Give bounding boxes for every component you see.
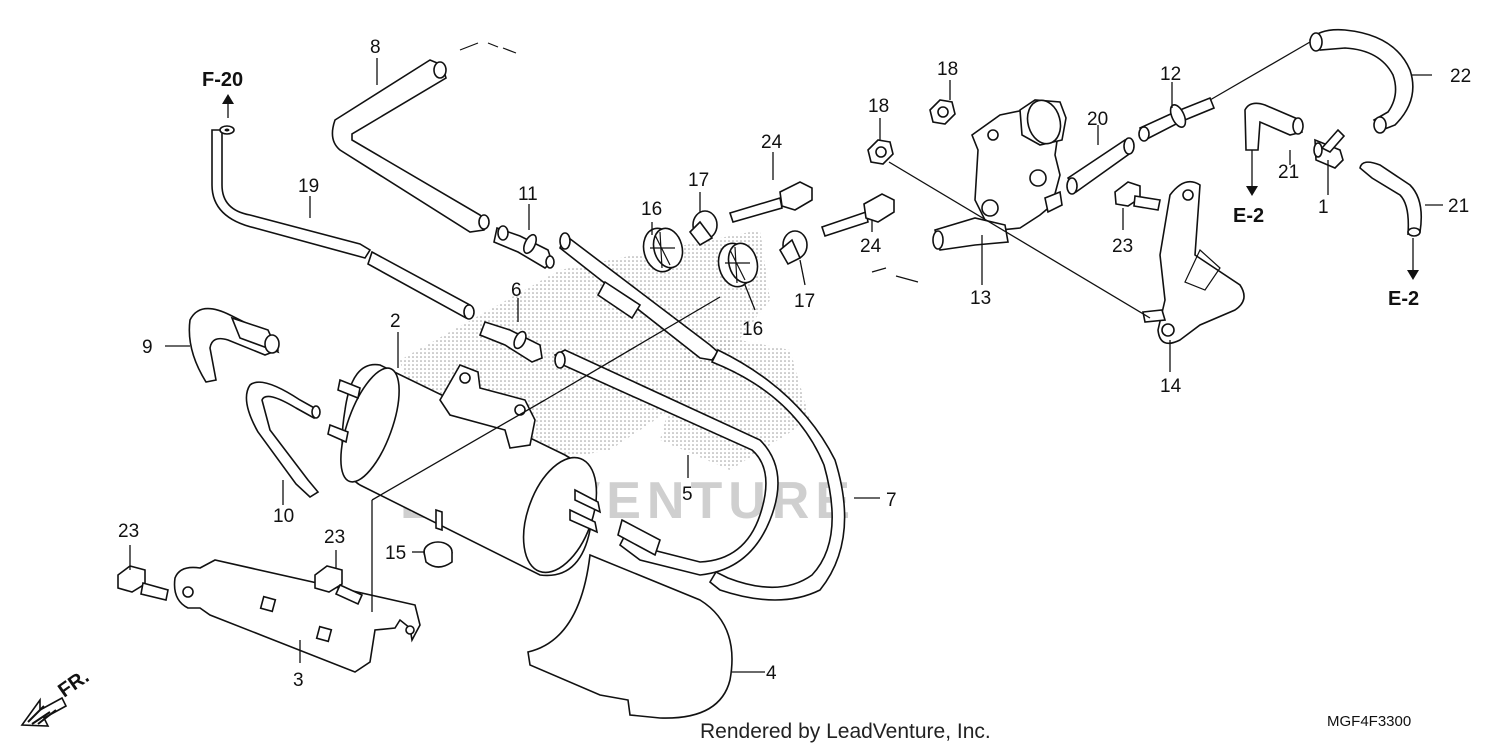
callout-12[interactable]: 12: [1160, 64, 1181, 85]
callout-11[interactable]: 11: [518, 184, 538, 205]
callout-8[interactable]: 8: [370, 37, 381, 58]
callout-9[interactable]: 9: [142, 337, 153, 358]
front-label: FR.: [54, 666, 93, 703]
callout-16-lower[interactable]: 16: [742, 319, 763, 340]
ref-f20[interactable]: F-20: [202, 69, 243, 91]
fitting-11[interactable]: [493, 225, 555, 269]
callout-21-right[interactable]: 21: [1448, 196, 1469, 217]
valve-13[interactable]: [932, 97, 1067, 251]
callout-20[interactable]: 20: [1087, 109, 1108, 130]
bolt-23-left-b[interactable]: [314, 565, 364, 606]
hose-7[interactable]: [559, 232, 846, 601]
callout-19[interactable]: 19: [298, 176, 319, 197]
bracket-3[interactable]: [173, 559, 421, 673]
hose-5[interactable]: [553, 349, 779, 576]
bolt-24-upper[interactable]: [728, 181, 813, 223]
hose-10[interactable]: [245, 381, 321, 499]
valve-13-phantom: [871, 267, 919, 283]
tee-joint-1[interactable]: [1313, 128, 1346, 169]
canister-2[interactable]: [327, 361, 611, 582]
hose-21-left[interactable]: [1244, 102, 1304, 151]
callout-18-upper[interactable]: 18: [937, 59, 958, 80]
collar-17-upper[interactable]: [688, 210, 718, 247]
callout-17-upper[interactable]: 17: [688, 170, 709, 191]
hose-20[interactable]: [1066, 137, 1135, 195]
footer-credit: Rendered by LeadVenture, Inc.: [700, 720, 991, 743]
callout-7[interactable]: 7: [886, 490, 897, 511]
callout-22[interactable]: 22: [1450, 66, 1471, 87]
callout-21-left[interactable]: 21: [1278, 162, 1299, 183]
hose-19[interactable]: [211, 125, 475, 320]
callout-numbers: 1 2 3 4 5 7 6 8 9 10 11 12 13 14 15 16 1…: [118, 37, 1471, 691]
callout-13[interactable]: 13: [970, 288, 991, 309]
callout-2[interactable]: 2: [390, 311, 401, 332]
callout-16-upper[interactable]: 16: [641, 199, 662, 220]
nut-18-lower[interactable]: [867, 139, 894, 165]
front-arrow-icon: [20, 696, 68, 727]
ref-e2-lower[interactable]: E-2: [1388, 288, 1419, 310]
callout-24-lower[interactable]: 24: [860, 236, 882, 257]
bolt-23-right[interactable]: [1114, 181, 1161, 211]
callout-23-right[interactable]: 23: [1112, 236, 1133, 257]
callout-17-lower[interactable]: 17: [794, 291, 815, 312]
callout-15[interactable]: 15: [385, 543, 406, 564]
callout-6[interactable]: 6: [511, 280, 522, 301]
diagram-code: MGF4F3300: [1327, 713, 1411, 730]
hose-8-phantom: [459, 42, 517, 54]
callout-14[interactable]: 14: [1160, 376, 1182, 397]
hose-9[interactable]: [188, 307, 280, 383]
hose-22[interactable]: [1308, 28, 1414, 134]
collar-17-lower[interactable]: [778, 230, 808, 266]
fitting-6[interactable]: [478, 321, 543, 363]
callout-23-left[interactable]: 23: [118, 521, 139, 542]
leader-lines: [129, 41, 1443, 673]
callout-1[interactable]: 1: [1318, 197, 1329, 218]
hose-21-right[interactable]: [1359, 161, 1423, 237]
callout-4[interactable]: 4: [766, 663, 777, 684]
cover-4[interactable]: [527, 553, 733, 719]
callout-10[interactable]: 10: [273, 506, 294, 527]
grommet-15[interactable]: [423, 541, 453, 568]
grommet-16-lower[interactable]: [714, 240, 762, 291]
bolt-23-left-a[interactable]: [117, 565, 169, 601]
hose-8[interactable]: [331, 59, 490, 233]
callout-23-middle[interactable]: 23: [324, 527, 345, 548]
callout-3[interactable]: 3: [293, 670, 304, 691]
grommet-16-upper[interactable]: [639, 225, 687, 276]
callout-18-lower[interactable]: 18: [868, 96, 889, 117]
ref-e2-upper[interactable]: E-2: [1233, 205, 1264, 227]
nut-18-upper[interactable]: [929, 99, 956, 125]
bracket-14[interactable]: [1142, 180, 1245, 345]
callout-24-upper[interactable]: 24: [761, 132, 783, 153]
bolt-24-lower[interactable]: [820, 193, 895, 238]
callout-5[interactable]: 5: [682, 484, 693, 505]
fitting-12[interactable]: [1138, 96, 1216, 142]
